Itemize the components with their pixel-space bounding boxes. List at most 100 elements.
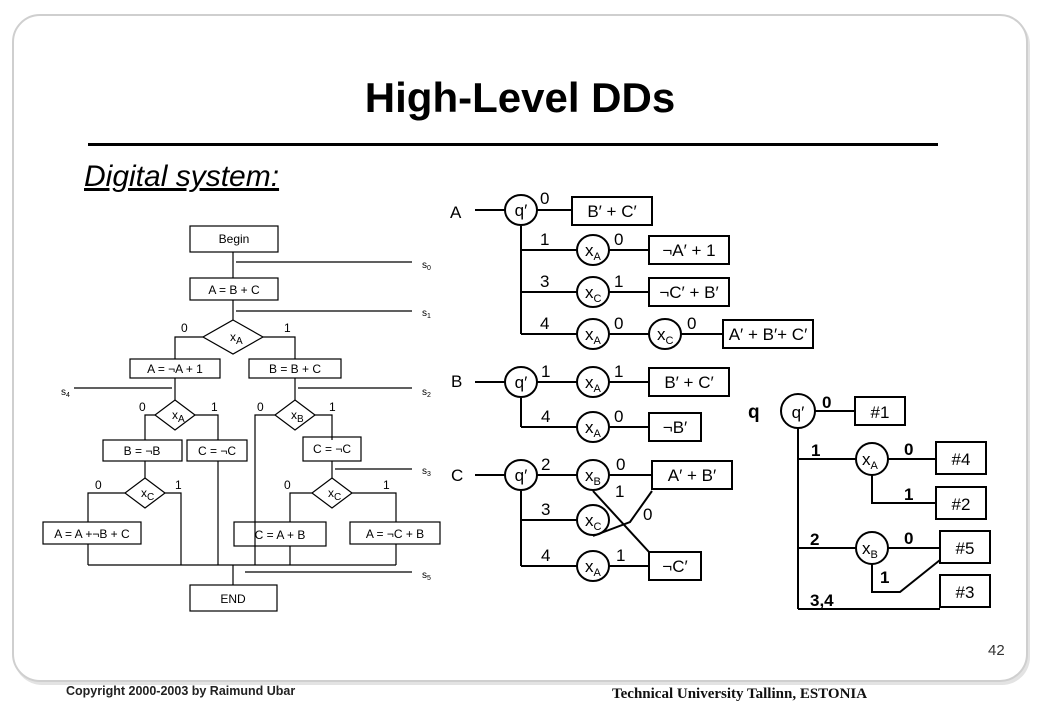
dd-a	[475, 194, 814, 350]
dd-edge-label: 0	[614, 407, 623, 426]
dd-branch-label: 0	[822, 393, 831, 412]
dd-root-label: q′	[792, 403, 805, 422]
block-label: B = ¬B	[124, 444, 161, 458]
dd-terminal	[648, 412, 702, 442]
dd-node-xb	[576, 459, 610, 491]
decision-xb	[274, 399, 316, 431]
block-a-not-a-plus-1	[129, 358, 221, 379]
flow-edge	[195, 414, 219, 440]
dd-node-q	[504, 459, 538, 491]
dd-terminal	[854, 396, 906, 426]
dd-terminal	[722, 319, 814, 349]
begin-label: Begin	[219, 232, 250, 246]
dd-branch-label: 3,4	[810, 591, 834, 610]
branch-yes-label: 1	[211, 400, 218, 414]
institution-text: Technical University Tallinn, ESTONIA	[612, 686, 868, 702]
decision-label: xA	[172, 408, 185, 425]
branch-no-label: 0	[181, 321, 188, 335]
decision-label: xB	[291, 408, 304, 425]
dd-q	[780, 393, 991, 610]
branch-no-label: 0	[139, 400, 146, 414]
branch-yes-label: 1	[383, 478, 390, 492]
dd-terminal	[648, 551, 702, 581]
title-rule	[88, 143, 938, 146]
dd-node-label: xA	[585, 557, 602, 579]
page-number: 42	[988, 642, 1005, 659]
dd-edge-label: 1	[880, 568, 889, 587]
end-label: END	[220, 592, 246, 606]
block-label: C = A + B	[255, 528, 306, 542]
block-a-eq-b-plus-c	[189, 277, 279, 301]
dd-terminal	[935, 486, 987, 520]
state-label-s0: s0	[422, 260, 431, 272]
dd-b	[475, 366, 730, 443]
dd-node-label: xA	[585, 418, 602, 440]
dd-node-label: xB	[862, 539, 878, 561]
dd-branch-label: 0	[540, 189, 549, 208]
block-label: C = ¬C	[198, 444, 236, 458]
block-label: A = ¬A + 1	[147, 362, 203, 376]
block-c-not-c	[186, 439, 248, 462]
flowchart-text: Begin A = B + C A = ¬A + 1 B = B + C B =…	[54, 232, 431, 606]
block-c-not-c-2	[302, 436, 362, 462]
dd-branch-label: 2	[541, 455, 550, 474]
dd-terminal-label: ¬A′ + 1	[662, 241, 715, 260]
flowchart	[42, 225, 441, 612]
copyright-text: Copyright 2000-2003 by Raimund Ubar	[66, 684, 296, 698]
slide-frame	[12, 14, 1028, 682]
decision-xc-1	[124, 477, 166, 509]
dd-branch-label: 4	[540, 314, 549, 333]
dd-terminal-label: ¬C′	[662, 557, 687, 576]
branch-no-label: 0	[284, 478, 291, 492]
dd-node-label: xA	[585, 325, 602, 347]
dd-node-label: xA	[585, 373, 602, 395]
dd-edge	[871, 475, 936, 504]
dd-edge-label: 0	[616, 455, 625, 474]
dd-node-q	[504, 194, 538, 226]
dd-edge-label: 1	[614, 272, 623, 291]
dd-terminal-label: ¬B′	[663, 418, 687, 437]
dd-node-label: xC	[585, 511, 602, 533]
dd-terminal-label: A′ + B′+ C′	[729, 325, 808, 344]
dd-branch-label: 1	[811, 441, 820, 460]
dd-terminal-label: B′ + C′	[664, 373, 713, 392]
state-label-s1: s1	[422, 308, 431, 320]
dd-node-xa	[576, 318, 610, 350]
flow-edge	[254, 414, 275, 565]
flow-edge	[289, 492, 312, 522]
dd-var-label: A	[450, 203, 462, 222]
dd-node-xc	[648, 318, 682, 350]
decision-xa-1	[201, 319, 265, 355]
flow-edge	[174, 336, 203, 359]
dd-terminal	[648, 367, 730, 397]
decision-label: xC	[328, 486, 341, 503]
dd-edge-label: 0	[904, 440, 913, 459]
dd-branch-label: 3	[541, 500, 550, 519]
dd-terminal-label: #5	[956, 539, 975, 558]
dd-node-xa	[855, 442, 889, 476]
dd-var-label: C	[451, 466, 463, 485]
dd-terminal-label: #2	[952, 495, 971, 514]
state-label-s5: s5	[422, 570, 431, 582]
dd-edge-label: 0	[904, 529, 913, 548]
dd-var-label: q	[748, 402, 760, 423]
flow-edge	[87, 492, 125, 522]
dd-c-text: C q′ 2 3 4 xB xC xA 0 1 0 1 A′ + B′ ¬C′	[451, 455, 716, 579]
dd-terminal	[648, 277, 730, 307]
decision-xa-2	[154, 399, 196, 431]
branch-yes-label: 1	[284, 321, 291, 335]
dd-node-xc	[576, 504, 610, 536]
flow-edge	[315, 414, 333, 440]
dd-branch-label: 4	[541, 546, 550, 565]
dd-branch-label: 4	[541, 407, 550, 426]
dd-node-xa	[576, 234, 610, 266]
branch-no-label: 0	[95, 478, 102, 492]
dd-branch-label: 3	[540, 272, 549, 291]
block-b-eq-b-plus-c	[248, 358, 342, 379]
dd-edge-label: 1	[615, 482, 624, 501]
decision-label: xC	[141, 486, 154, 503]
dd-node-xa	[576, 366, 610, 398]
dd-terminal	[939, 574, 991, 608]
dd-branch-label: 2	[810, 530, 819, 549]
block-label: A = B + C	[208, 283, 260, 297]
